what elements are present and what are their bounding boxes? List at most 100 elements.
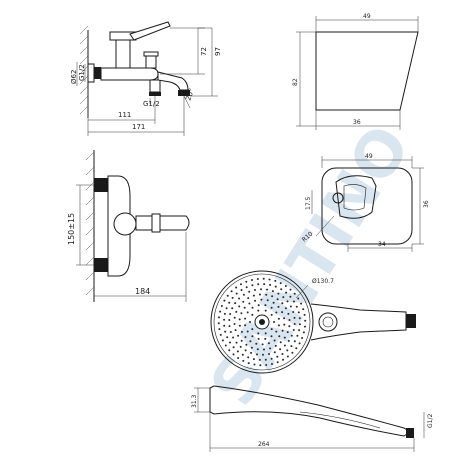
spray-nozzle — [228, 325, 231, 328]
spray-nozzle — [286, 331, 289, 334]
width-49-top-label: 49 — [363, 13, 371, 20]
thickness-31-3-label: 31.3 — [191, 394, 198, 408]
spray-nozzle — [272, 301, 275, 304]
spray-nozzle — [235, 286, 238, 289]
spray-nozzle — [283, 336, 286, 339]
spray-nozzle — [233, 323, 236, 325]
spray-nozzle — [270, 313, 273, 316]
spray-nozzle — [266, 288, 268, 291]
spray-nozzle — [287, 339, 290, 342]
spray-nozzle — [235, 292, 238, 295]
spray-nozzle — [304, 319, 307, 322]
spray-nozzle — [242, 359, 245, 362]
spray-nozzle — [279, 341, 282, 344]
spray-nozzle — [238, 318, 241, 321]
length-171-label: 171 — [132, 123, 145, 131]
height-82-label: 82 — [292, 78, 299, 86]
width-34-label: 34 — [378, 241, 386, 248]
spray-nozzle — [255, 342, 258, 345]
hand-shower-side-view: 31.3 264 G1/2 — [191, 385, 434, 452]
size-17-5-label: 17.5 — [305, 196, 312, 210]
spray-nozzle — [236, 350, 239, 353]
spray-nozzle — [245, 280, 248, 283]
spray-nozzle — [264, 337, 267, 340]
spray-nozzle — [219, 333, 222, 336]
spray-nozzle — [254, 289, 256, 291]
spray-nozzle — [271, 295, 274, 298]
watermark-text: SANTINO — [196, 113, 425, 418]
spray-nozzle — [247, 356, 250, 359]
spray-nozzle — [268, 278, 271, 281]
watermark: SANTINO — [196, 113, 425, 418]
spray-nozzle — [250, 351, 253, 354]
spray-nozzle — [235, 310, 238, 313]
spray-nozzle — [274, 344, 277, 347]
spray-nozzle — [253, 363, 256, 366]
spray-nozzle — [293, 300, 295, 303]
spray-nozzle — [267, 342, 270, 345]
spacing-150-label: 150±15 — [67, 213, 76, 245]
spray-nozzle — [295, 305, 298, 308]
spray-nozzle — [283, 344, 286, 347]
spray-nozzle — [232, 346, 235, 349]
spray-nozzle — [252, 358, 255, 361]
spray-nozzle — [277, 317, 280, 320]
diameter-130-label: Ø130.7 — [312, 278, 334, 285]
spray-nozzle — [284, 285, 287, 287]
spray-nozzle — [217, 322, 220, 325]
spray-nozzle — [240, 312, 243, 315]
spray-nozzle — [252, 294, 255, 297]
spray-nozzle — [274, 285, 277, 288]
g12-left-label: G1/2 — [78, 64, 86, 81]
wall-hatching-2 — [85, 151, 95, 296]
spray-nozzle — [286, 355, 289, 358]
spray-nozzle — [298, 323, 301, 326]
spray-nozzle — [238, 324, 241, 327]
height-36-label: 36 — [423, 200, 430, 208]
width-49-mid-label: 49 — [365, 153, 373, 160]
spray-nozzle — [235, 341, 238, 344]
spray-nozzle — [241, 353, 244, 356]
spray-nozzle — [292, 311, 295, 313]
spray-nozzle — [226, 294, 229, 297]
spray-nozzle — [249, 321, 251, 323]
spray-nozzle — [289, 288, 292, 291]
spray-nozzle — [273, 339, 276, 342]
spray-nozzle — [243, 306, 246, 309]
spray-nozzle — [300, 302, 303, 305]
spray-nozzle — [256, 278, 259, 280]
length-264-label: 264 — [258, 441, 270, 448]
spray-nozzle — [228, 301, 231, 304]
spray-nozzle — [240, 289, 243, 291]
spray-nozzle — [249, 340, 252, 343]
spray-nozzle — [244, 336, 247, 339]
spray-nozzle — [264, 358, 267, 361]
spray-nozzle — [254, 299, 257, 302]
spray-nozzle — [251, 306, 254, 309]
spray-nozzle — [248, 302, 251, 305]
spray-nozzle — [256, 348, 259, 351]
spray-nozzle — [229, 341, 231, 344]
spray-nozzle — [277, 324, 280, 327]
spray-nozzle — [233, 316, 236, 319]
spray-nozzle — [242, 293, 245, 296]
spray-nozzle — [251, 284, 254, 287]
spray-nozzle — [223, 318, 226, 321]
spray-nozzle — [251, 313, 254, 316]
spray-nozzle — [234, 329, 237, 332]
spray-nozzle — [259, 293, 261, 296]
spray-nozzle — [251, 279, 253, 281]
spray-nozzle — [289, 305, 292, 308]
spray-nozzle — [251, 328, 254, 331]
spray-nozzle — [284, 307, 287, 310]
spray-nozzle-pattern — [217, 277, 307, 367]
spray-nozzle — [261, 343, 264, 346]
spray-nozzle — [223, 312, 226, 315]
spray-nozzle — [231, 307, 234, 310]
spray-nozzle — [226, 336, 229, 339]
spray-nozzle — [258, 358, 261, 361]
spray-nozzle — [240, 339, 243, 342]
spray-nozzle — [262, 277, 265, 280]
spray-nozzle — [271, 290, 274, 293]
spray-nozzle — [223, 299, 226, 302]
